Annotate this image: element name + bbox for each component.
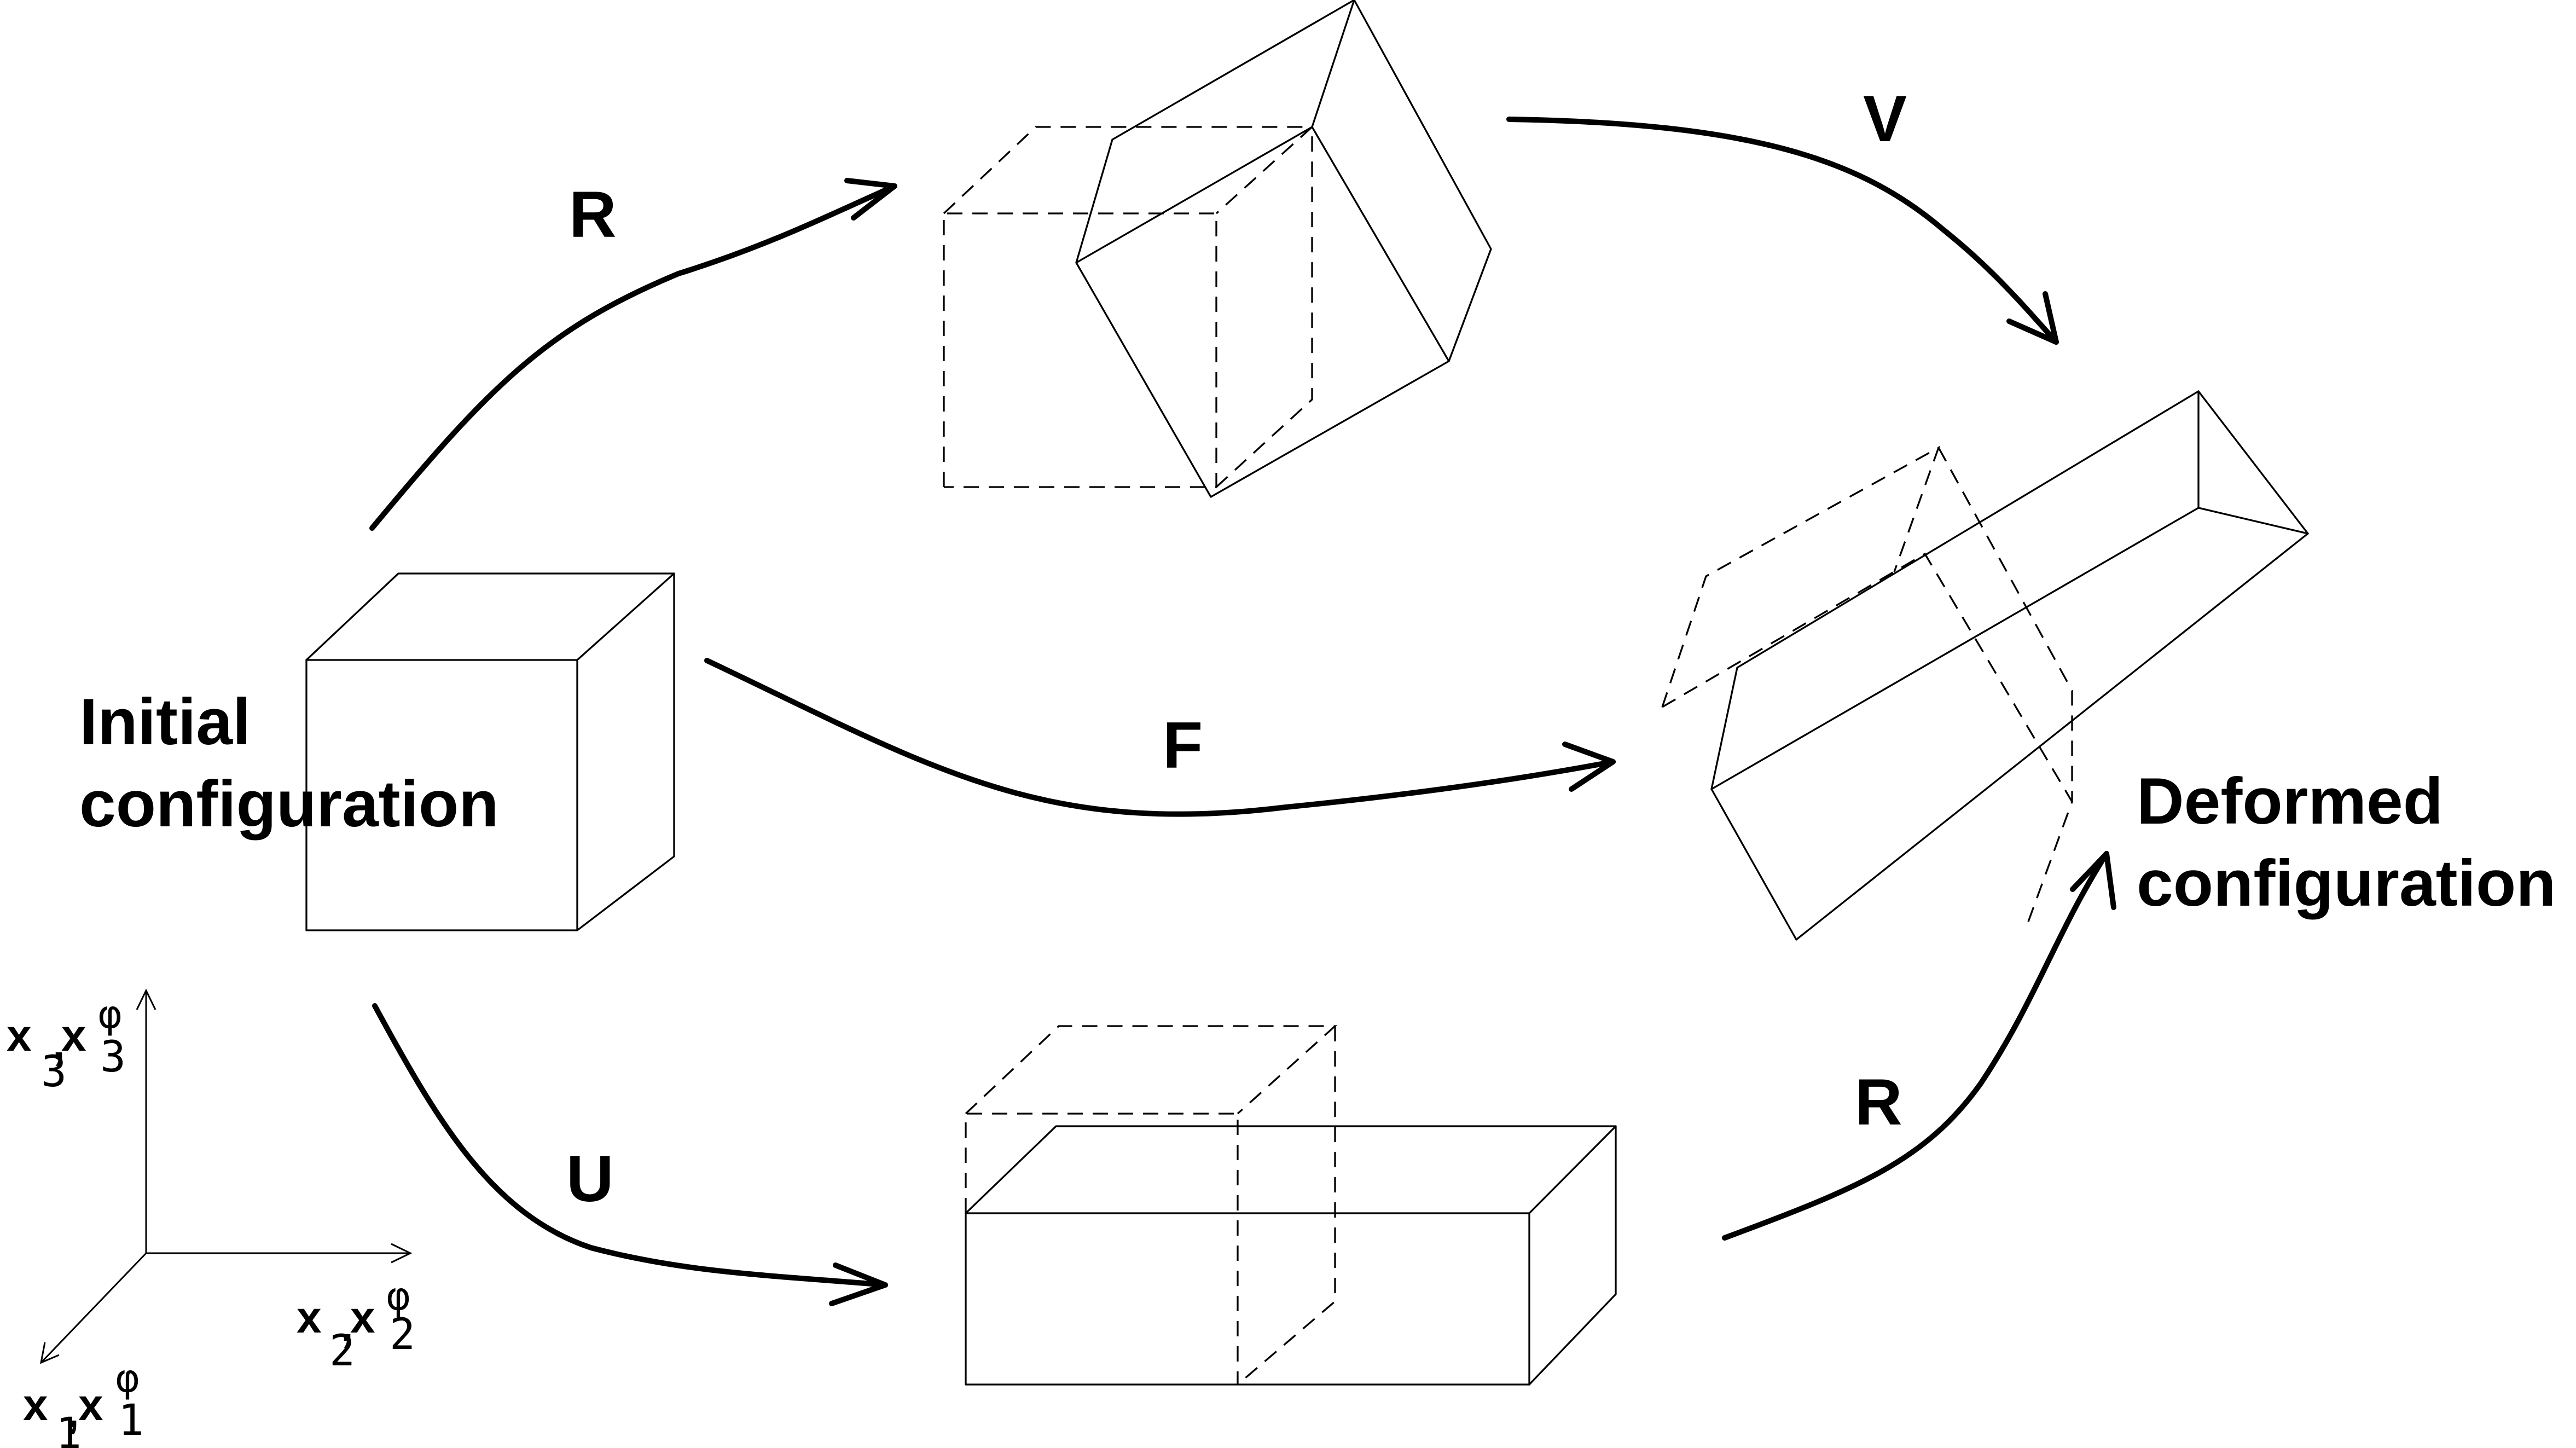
svg-text:x: x — [23, 1380, 48, 1430]
svg-text:φ: φ — [386, 1274, 411, 1319]
svg-text:2: 2 — [329, 1327, 355, 1376]
svg-text:φ: φ — [115, 1356, 140, 1401]
svg-text:,: , — [67, 1387, 79, 1437]
deformed-configuration-label: Deformed configuration — [2137, 764, 2556, 920]
coordinate-axes — [40, 988, 413, 1364]
axis-diagonal — [40, 1252, 147, 1364]
arrow-u — [372, 1003, 888, 1306]
arrow-v — [1506, 117, 2059, 345]
svg-text:x: x — [78, 1380, 103, 1430]
svg-text:x: x — [297, 1293, 322, 1342]
svg-text:x: x — [350, 1293, 375, 1342]
arrow-r-top — [369, 178, 897, 531]
initial-cube — [305, 572, 675, 931]
axis-label-x2: x 2 , x φ 2 — [297, 1274, 415, 1376]
stretched-box — [965, 1025, 1617, 1386]
svg-text:1: 1 — [118, 1396, 144, 1445]
svg-text:1: 1 — [56, 1409, 82, 1448]
axis-label-x1: x 1 , x φ 1 — [23, 1356, 144, 1448]
label-f: F — [1163, 709, 1203, 782]
rotated-cube — [943, 0, 1492, 498]
label-u: U — [566, 1142, 614, 1215]
arrow-r-bottom — [1722, 851, 2116, 1241]
svg-text:2: 2 — [390, 1310, 415, 1359]
svg-text:x: x — [61, 1011, 86, 1061]
label-r-top: R — [569, 178, 617, 251]
svg-text:,: , — [53, 1019, 65, 1069]
svg-text:3: 3 — [100, 1033, 126, 1082]
deformed-box — [1661, 390, 2309, 941]
svg-text:Deformed: Deformed — [2137, 764, 2443, 838]
arrow-f — [704, 658, 1616, 817]
svg-text:φ: φ — [97, 992, 123, 1037]
svg-text:,: , — [341, 1301, 353, 1351]
svg-text:3: 3 — [41, 1047, 67, 1097]
svg-text:configuration: configuration — [2137, 847, 2556, 920]
initial-configuration-label: Initial configuration — [79, 685, 499, 841]
axis-label-x3: x 3 , x φ 3 — [7, 992, 126, 1097]
svg-text:configuration: configuration — [79, 767, 499, 841]
label-v: V — [1863, 82, 1907, 155]
svg-text:Initial: Initial — [79, 685, 251, 758]
label-r-bottom: R — [1855, 1065, 1902, 1139]
svg-text:x: x — [7, 1011, 32, 1061]
